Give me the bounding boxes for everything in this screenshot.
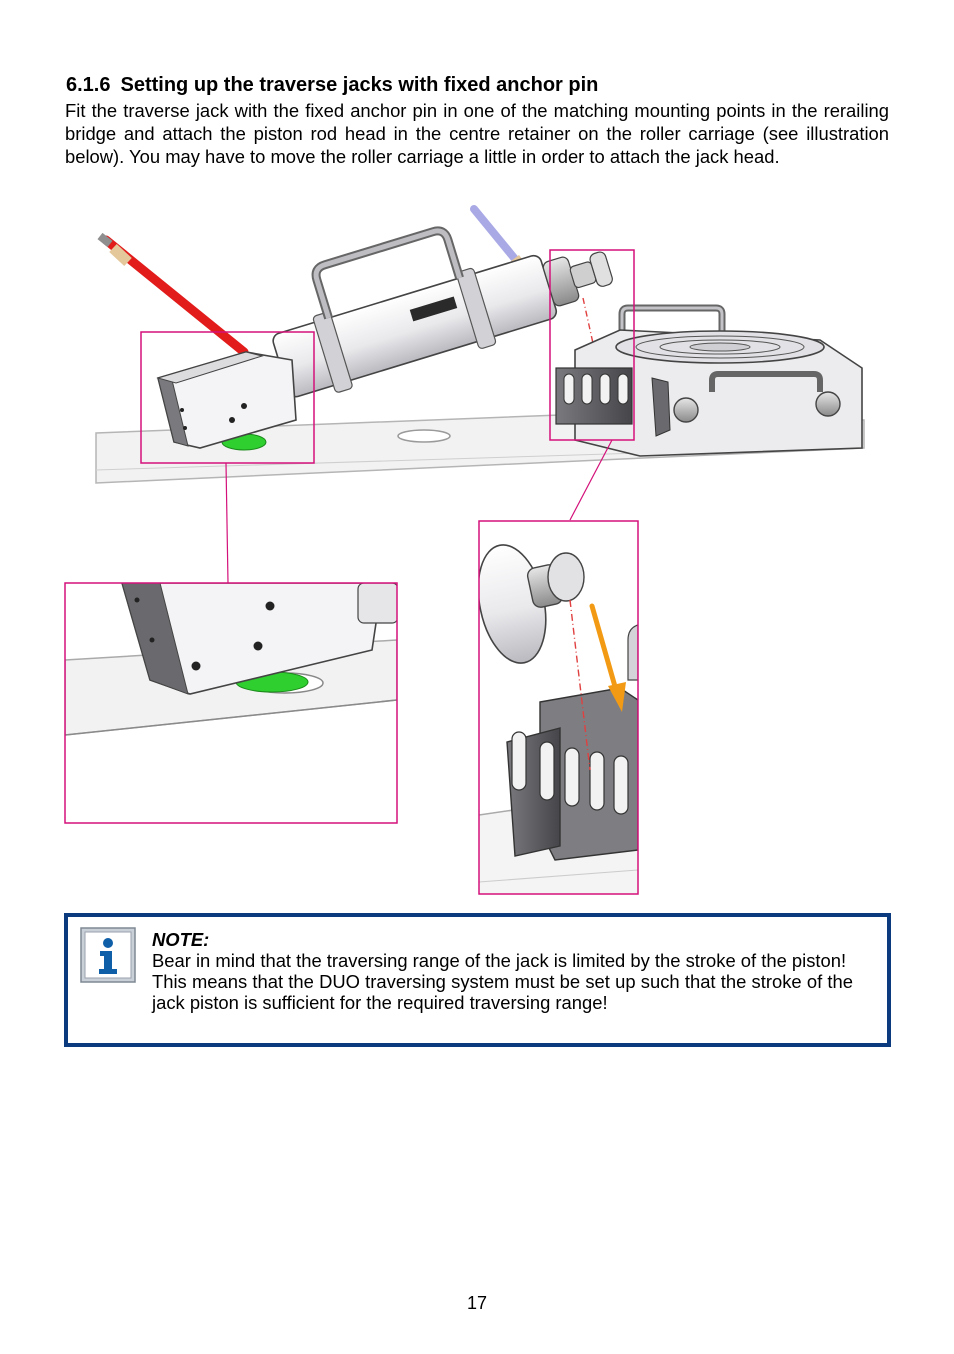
note-line-1: Bear in mind that the traversing range o… [152, 950, 847, 971]
info-icon [80, 927, 136, 983]
detail-frame-left [64, 582, 398, 824]
note-text: NOTE: Bear in mind that the traversing r… [152, 929, 853, 1013]
detail-anchor-pin [64, 582, 398, 824]
detail-frame-right [478, 520, 639, 895]
note-line-2: This means that the DUO traversing syste… [152, 971, 853, 1013]
detail-centre-retainer [478, 520, 639, 895]
mounting-hole [397, 429, 451, 443]
note-box: NOTE: Bear in mind that the traversing r… [64, 913, 891, 1047]
callout-leader-left [225, 462, 229, 584]
section-heading: 6.1.6 Setting up the traverse jacks with … [66, 74, 598, 97]
direction-arrow [589, 603, 619, 693]
section-number: 6.1.6 [66, 74, 111, 96]
jack-head [156, 351, 297, 449]
callout-frame-jack-head [140, 331, 315, 464]
note-title: NOTE: [152, 929, 210, 950]
callout-leader-right [569, 439, 613, 521]
intro-paragraph: Fit the traverse jack with the fixed anc… [65, 100, 889, 167]
roller-carriage [555, 304, 863, 457]
page-number: 17 [466, 1293, 488, 1313]
traverse-jack [272, 226, 613, 398]
callout-frame-retainer [549, 249, 635, 441]
main-illustration [95, 205, 865, 584]
red-hose [97, 232, 249, 357]
section-title: Setting up the traverse jacks with fixed… [120, 74, 599, 96]
